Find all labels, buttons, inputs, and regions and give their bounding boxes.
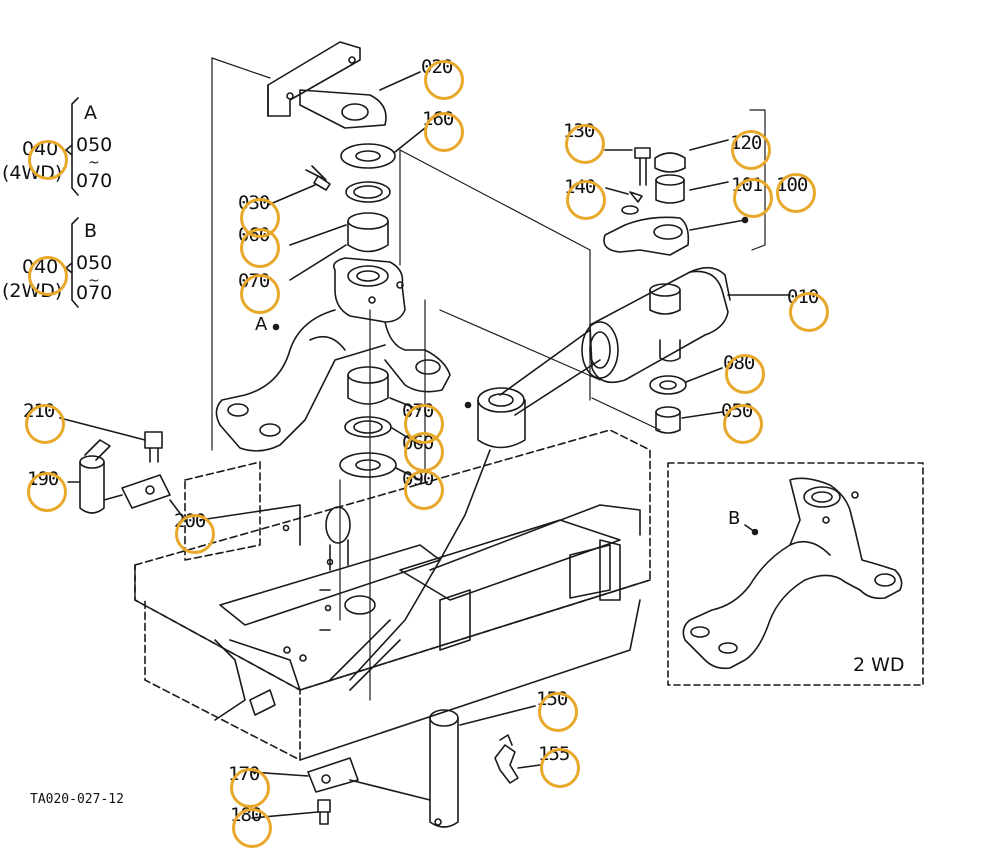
- hotspot-080[interactable]: [725, 354, 765, 394]
- callout-a: A: [255, 314, 268, 335]
- hotspot-180[interactable]: [232, 808, 272, 848]
- legend-b-tilde: ~: [88, 273, 100, 289]
- hotspot-090[interactable]: [404, 470, 444, 510]
- hotspot-210[interactable]: [25, 404, 65, 444]
- legend-brackets: [65, 97, 79, 308]
- hotspot-150[interactable]: [538, 692, 578, 732]
- hotspot-190[interactable]: [27, 472, 67, 512]
- hotspot-170[interactable]: [230, 768, 270, 808]
- pin-parts: [603, 139, 749, 256]
- legend-a-letter: A: [84, 102, 97, 124]
- hotspot-060-upper[interactable]: [240, 228, 280, 268]
- hotspot-120[interactable]: [731, 130, 771, 170]
- legend-b-to: 070: [76, 282, 113, 304]
- hotspot-040-4wd[interactable]: [28, 140, 68, 180]
- hotspot-160[interactable]: [424, 112, 464, 152]
- legend-b-letter: B: [84, 220, 98, 242]
- lower-parts: [251, 705, 541, 828]
- drawing-code: TA020-027-12: [30, 792, 124, 807]
- hotspot-070-upper[interactable]: [240, 274, 280, 314]
- knuckle-arm-a: [215, 257, 451, 452]
- hotspot-101[interactable]: [733, 178, 773, 218]
- inset-label: 2 WD: [853, 654, 905, 676]
- legend-a-from: 050: [76, 134, 113, 156]
- hotspot-140[interactable]: [566, 180, 606, 220]
- hotspot-130[interactable]: [565, 124, 605, 164]
- callout-b: B: [728, 508, 741, 529]
- hotspot-020[interactable]: [424, 60, 464, 100]
- bolt-030: [267, 165, 331, 206]
- reference-lines: [211, 57, 766, 701]
- washers-080-050: [649, 367, 723, 434]
- hotspot-100[interactable]: [776, 173, 816, 213]
- legend-b-from: 050: [76, 252, 113, 274]
- hotspot-200[interactable]: [175, 514, 215, 554]
- washer-stack-upper: [289, 127, 426, 281]
- legend-a-tilde: ~: [88, 155, 100, 171]
- inset-2wd: [667, 462, 924, 686]
- bracket-020: [267, 41, 421, 129]
- hotspot-010[interactable]: [789, 292, 829, 332]
- hotspot-060-lower[interactable]: [404, 432, 444, 472]
- left-parts: [59, 417, 186, 521]
- legend-a-to: 070: [76, 170, 113, 192]
- hotspot-155[interactable]: [540, 748, 580, 788]
- hotspot-050[interactable]: [723, 404, 763, 444]
- hotspot-040-2wd[interactable]: [28, 256, 68, 296]
